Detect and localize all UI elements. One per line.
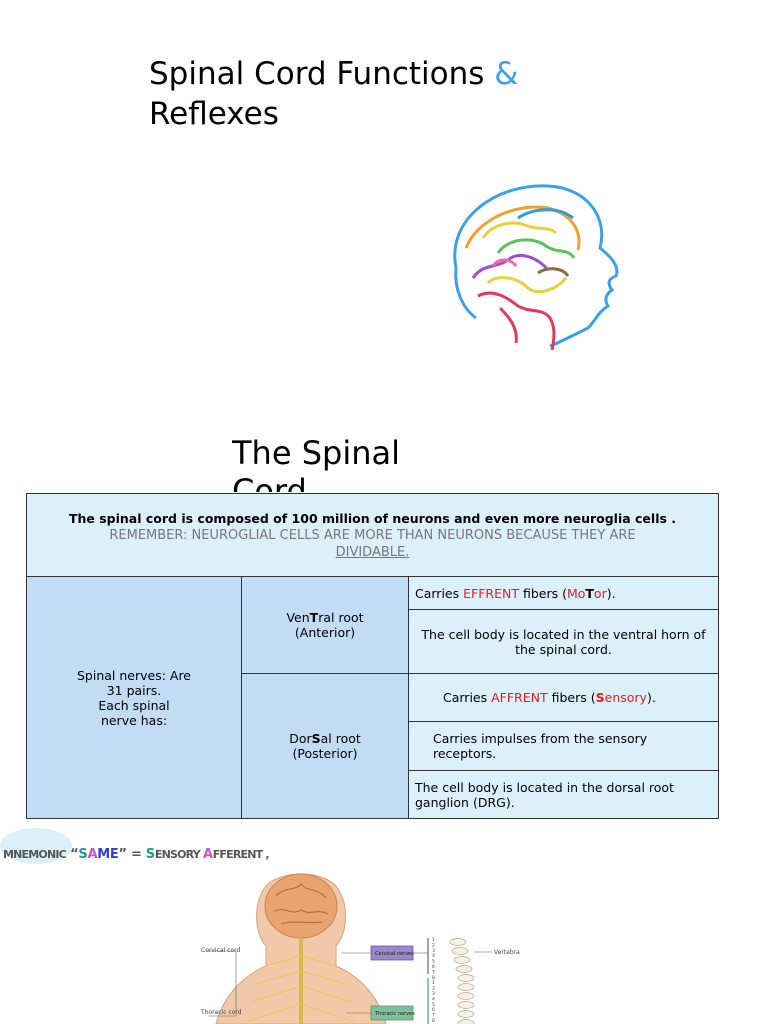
nerve-number: 1 — [432, 980, 435, 986]
afferent-word: AFFRENT — [491, 690, 548, 705]
spinal-anatomy-figure: Cervical cord Thoracic cord Cervical ner… — [200, 873, 520, 1024]
dorsal-body-cell: The cell body is located in the dorsal r… — [408, 770, 719, 819]
thoracic-nerves-label: Thoracic nerves — [374, 1011, 415, 1017]
nerve-number: 1 — [432, 937, 435, 943]
afferent-pre: Carries — [443, 690, 492, 705]
mnemonic-s2: S — [145, 847, 155, 862]
nerve-number: 4 — [432, 996, 435, 1002]
nerve-number: 4 — [432, 953, 435, 959]
nerve-number: 5 — [432, 1002, 435, 1008]
section-title: The Spinal Cord — [232, 434, 400, 492]
ventral-root-label: VenTral root — [248, 610, 402, 625]
nerve-number: 3 — [432, 948, 435, 954]
thoracic-cord-label: Thoracic cord — [200, 1009, 242, 1016]
mnemonic-a2: A — [202, 847, 213, 862]
dorsal-root-cell: DorSal root (Posterior) — [241, 673, 409, 819]
afferent-post: ). — [646, 690, 656, 705]
dorsal-part3: al root — [320, 731, 361, 746]
afferent-ensory: ensory — [604, 690, 647, 705]
nerve-number: 3 — [432, 991, 435, 997]
mnemonic-m: M — [97, 847, 110, 862]
ventral-part1: Ven — [286, 610, 310, 625]
nerve-number: 2 — [432, 942, 435, 948]
efferent-mo: Mo — [566, 585, 586, 601]
mnemonic-s: S — [78, 847, 88, 862]
remember-note: REMEMBER: NEUROGLIAL CELLS ARE MORE THAN… — [33, 527, 712, 561]
dorsal-part1: Dor — [289, 731, 312, 746]
nerve-number: 5 — [432, 959, 435, 965]
ventral-root-sub: (Anterior) — [294, 625, 356, 640]
mnemonic-line: MNEMONIC “SAME” = SENSORY AFFERENT , — [3, 847, 270, 862]
spinal-nerves-cell: Spinal nerves: Are 31 pairs. Each spinal… — [26, 576, 242, 819]
efferent-pre: Carries — [415, 585, 464, 601]
nerve-number: 6 — [432, 1007, 435, 1013]
ventral-root-cell: VenTral root (Anterior) — [241, 576, 409, 674]
efferent-mid: fibers ( — [518, 585, 567, 601]
mnemonic-label: MNEMONIC — [3, 848, 67, 861]
mnemonic-close-quote: ” = — [118, 847, 146, 862]
mnemonic-ensory: ENSORY — [154, 848, 203, 861]
title-line2: Reflexes — [149, 96, 279, 132]
mnemonic-fferent: FFERENT , — [212, 848, 270, 861]
mnemonic-bubble — [0, 828, 72, 864]
nerve-number: 7 — [432, 1013, 435, 1019]
nerve-number: 8 — [432, 975, 435, 981]
remember-text: REMEMBER: NEUROGLIAL CELLS ARE MORE THAN… — [109, 527, 636, 543]
mnemonic-e: E — [109, 847, 119, 862]
title-ampersand: & — [494, 56, 519, 92]
ventral-part2: T — [309, 610, 319, 625]
nerve-number: 8 — [432, 1018, 435, 1024]
spinal-cord-table: The spinal cord is composed of 100 milli… — [26, 493, 719, 819]
intro-cell: The spinal cord is composed of 100 milli… — [26, 493, 719, 577]
afferent-cell: Carries AFFRENT fibers (Sensory). — [408, 673, 719, 722]
efferent-t: T — [585, 585, 594, 601]
impulses-cell: Carries impulses from the sensory recept… — [408, 721, 719, 771]
cervical-nerves-label: Cervical nerves — [375, 951, 414, 957]
afferent-mid: fibers ( — [547, 690, 596, 705]
vertebra-label: Vertebra — [494, 949, 520, 956]
efferent-post: ). — [606, 585, 616, 601]
nerve-number: 7 — [432, 969, 435, 975]
mnemonic-a: A — [87, 847, 98, 862]
title-line1: Spinal Cord Functions — [149, 56, 495, 92]
efferent-cell: Carries EFFRENT fibers (MoTor). — [408, 576, 719, 610]
intro-statement: The spinal cord is composed of 100 milli… — [68, 510, 677, 526]
remember-dividable: DIVIDABLE. — [335, 544, 410, 560]
nerve-number: 2 — [432, 986, 435, 992]
spinal-nerves-line1: Spinal nerves: Are 31 pairs. — [76, 667, 191, 698]
efferent-word: EFFRENT — [463, 585, 519, 601]
ventral-part3: ral root — [318, 610, 364, 625]
efferent-or: or — [593, 585, 607, 601]
dorsal-root-sub: (Posterior) — [292, 746, 358, 761]
cervical-cord-label: Cervical cord — [201, 947, 240, 954]
nerve-number: 6 — [432, 964, 435, 970]
afferent-s: S — [595, 690, 605, 705]
spinal-nerves-line2: Each spinal nerve has: — [98, 697, 170, 728]
brain-head-illustration — [453, 184, 619, 351]
dorsal-root-label: DorSal root — [248, 731, 402, 746]
page-title: Spinal Cord Functions & Reflexes — [149, 54, 669, 134]
dorsal-part2: S — [311, 731, 321, 746]
mnemonic-open-quote: “ — [65, 847, 79, 862]
ventral-body-cell: The cell body is located in the ventral … — [408, 609, 719, 674]
